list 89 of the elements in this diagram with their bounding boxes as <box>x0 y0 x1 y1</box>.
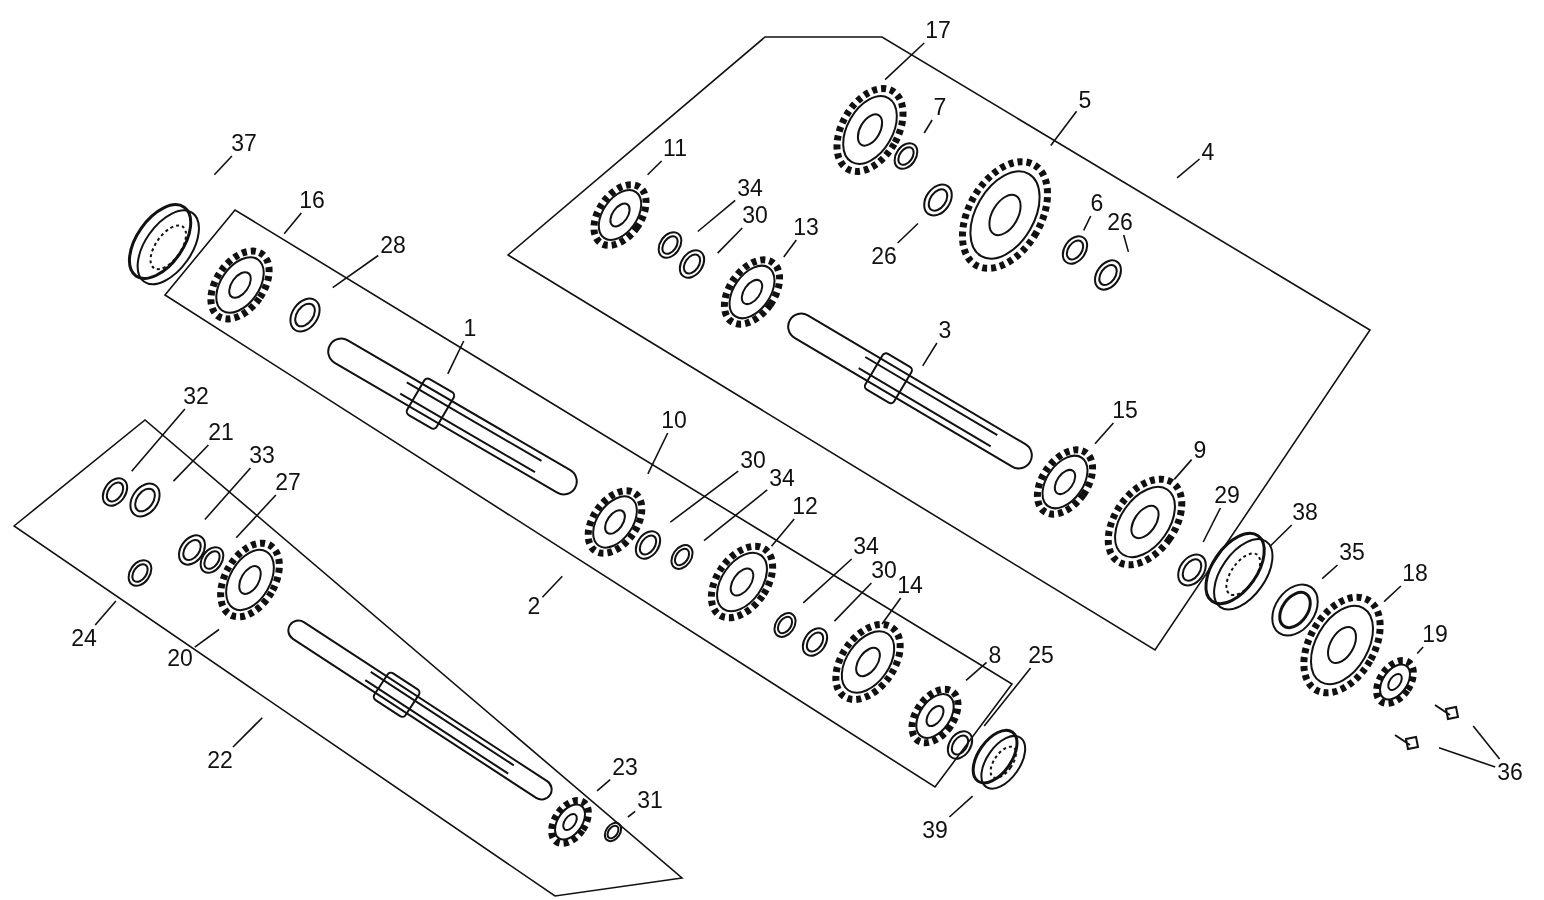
leader-line <box>541 575 564 598</box>
callout-number: 38 <box>1292 500 1318 524</box>
callout-number: 9 <box>1193 438 1207 462</box>
callout-number: 7 <box>933 95 947 119</box>
leader-line <box>896 222 919 244</box>
leader-line <box>331 254 379 289</box>
leader-line <box>697 199 736 233</box>
leader-line <box>716 227 744 254</box>
callout-number: 30 <box>740 448 766 472</box>
callout-number: 10 <box>661 408 687 432</box>
leader-line <box>232 716 264 748</box>
leader-line <box>647 432 669 475</box>
callout-number: 12 <box>792 494 818 518</box>
callout-number: 30 <box>742 203 768 227</box>
leader-line <box>1082 215 1092 232</box>
leader-line <box>447 340 465 375</box>
callout-number: 30 <box>871 558 897 582</box>
leader-line <box>884 42 925 81</box>
callout-number: 34 <box>853 534 879 558</box>
leader-line <box>172 444 210 482</box>
leader-line <box>783 239 798 258</box>
callout-number: 17 <box>925 18 951 42</box>
callout-number: 29 <box>1214 483 1240 507</box>
leader-line <box>213 155 233 176</box>
leader-line <box>833 582 873 622</box>
leader-line <box>235 494 277 539</box>
leader-line <box>1472 725 1501 760</box>
callout-number: 37 <box>231 131 257 155</box>
callout-number: 21 <box>208 420 234 444</box>
callout-number: 35 <box>1339 540 1365 564</box>
callout-number: 18 <box>1402 561 1428 585</box>
callout-number: 28 <box>380 233 406 257</box>
leader-line <box>770 518 795 547</box>
callout-number: 19 <box>1422 622 1448 646</box>
callout-number: 5 <box>1078 88 1092 112</box>
callout-number: 4 <box>1201 140 1215 164</box>
leader-line <box>130 408 186 473</box>
callout-number: 15 <box>1112 398 1138 422</box>
callout-number: 34 <box>769 466 795 490</box>
leader-line <box>802 558 853 604</box>
leader-line <box>1173 458 1193 481</box>
callout-number: 6 <box>1090 191 1104 215</box>
leader-line <box>1416 646 1424 655</box>
callout-number: 24 <box>71 626 97 650</box>
callout-number: 2 <box>527 594 541 618</box>
callout-number: 11 <box>663 136 687 160</box>
callout-number: 26 <box>1107 210 1133 234</box>
leader-line <box>703 489 768 542</box>
leader-line <box>923 119 933 134</box>
leader-line <box>596 778 611 792</box>
callout-number: 3 <box>938 318 952 342</box>
callout-number: 31 <box>637 788 663 812</box>
callout-number: 25 <box>1028 643 1054 667</box>
leader-line <box>965 661 988 682</box>
leader-line <box>1176 158 1201 179</box>
leader-line <box>1438 747 1496 768</box>
callout-number: 22 <box>207 748 233 772</box>
callout-number: 33 <box>249 443 275 467</box>
leader-line <box>1383 585 1402 603</box>
leader-line <box>204 467 252 521</box>
leader-line <box>948 795 974 818</box>
callout-number: 20 <box>167 646 193 670</box>
callout-number: 27 <box>275 470 301 494</box>
leader-line <box>1050 110 1078 147</box>
leader-line <box>1269 524 1293 548</box>
callout-number: 32 <box>183 384 209 408</box>
callout-number: 1 <box>463 316 477 340</box>
leader-line <box>94 600 117 626</box>
leader-line <box>669 470 739 523</box>
leader-line <box>1094 422 1115 445</box>
leader-line <box>646 160 663 176</box>
leader-line <box>194 628 220 648</box>
callout-number: 14 <box>897 573 923 597</box>
leader-line <box>1122 234 1130 253</box>
leader-line <box>983 667 1032 727</box>
callout-number: 8 <box>988 643 1002 667</box>
leader-line <box>881 597 902 625</box>
callout-number: 16 <box>299 188 325 212</box>
leader-line <box>283 212 303 235</box>
leader-line <box>1321 564 1339 580</box>
callout-number: 36 <box>1497 760 1523 784</box>
leader-line <box>627 810 636 818</box>
leader-line <box>921 342 938 367</box>
callout-number: 23 <box>612 755 638 779</box>
callout-number: 39 <box>922 818 948 842</box>
callout-number: 26 <box>871 244 897 268</box>
callout-number: 34 <box>737 176 763 200</box>
callout-number: 13 <box>793 215 819 239</box>
leader-line <box>1202 507 1222 543</box>
